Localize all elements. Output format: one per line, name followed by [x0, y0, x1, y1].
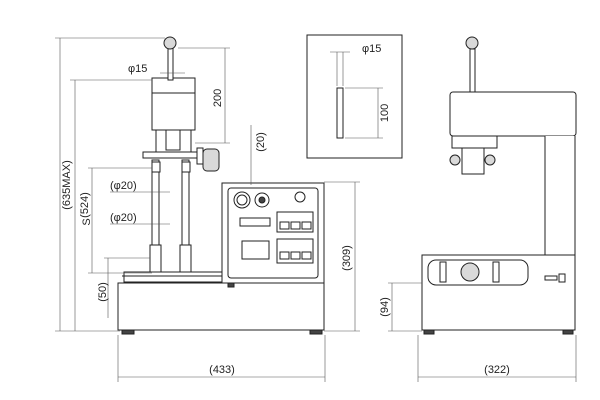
dim-524: (524) — [79, 192, 91, 218]
dim-base-50: (50) — [97, 282, 109, 302]
dim-handle-200: 200 — [212, 89, 224, 107]
side-view-machine — [421, 36, 577, 335]
dim-column-dia-2: (φ20) — [110, 212, 137, 224]
detail-pin-dia: φ15 — [362, 43, 381, 55]
side-view-dimensions: (94) (322) — [379, 282, 577, 382]
dim-stroke: S — [81, 218, 93, 225]
dim-side-94: (94) — [379, 297, 391, 317]
dim-column-dia-1: (φ20) — [110, 180, 137, 192]
dim-width-433: (433) — [209, 364, 235, 376]
indenter-detail-view: φ15 100 — [306, 34, 403, 159]
detail-pin-length: 100 — [379, 104, 391, 122]
dim-offset-20: (20) — [255, 132, 267, 152]
front-view-dimensions: (635MAX) (524) S (50) (φ20) (φ20) φ15 20… — [55, 37, 360, 382]
dim-side-322: (322) — [484, 364, 510, 376]
dim-panel-309: (309) — [341, 245, 353, 271]
dim-handle-dia: φ15 — [128, 63, 147, 75]
front-view-machine — [117, 36, 325, 335]
dim-635max: (635MAX) — [61, 160, 73, 210]
